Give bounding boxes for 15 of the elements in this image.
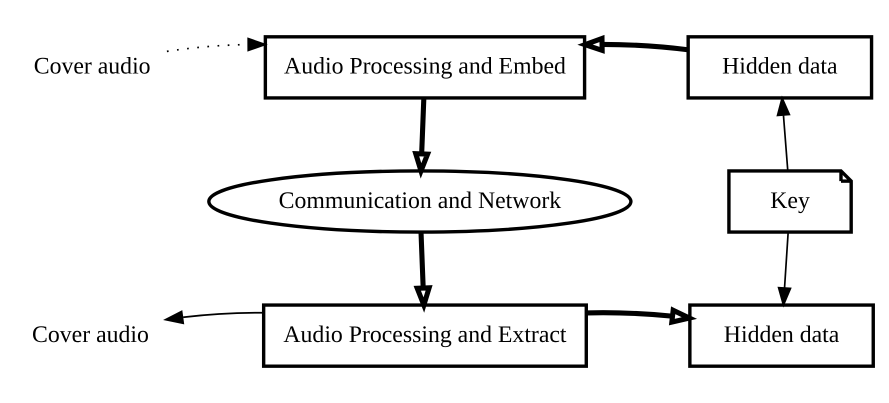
arrow (586, 306, 698, 326)
arrow (414, 232, 433, 313)
node-box: Audio Processing and Embed (264, 35, 586, 100)
node-box: Hidden data (688, 303, 875, 368)
node-ellipse: Communication and Network (207, 169, 633, 234)
arrow (577, 34, 688, 54)
node-box: Hidden data (686, 35, 874, 100)
arrow (166, 37, 268, 52)
arrow (412, 98, 432, 179)
node-text: Cover audio (34, 54, 151, 80)
arrow (163, 310, 264, 324)
arrow (776, 96, 791, 171)
arrow (777, 232, 792, 308)
node-text: Cover audio (32, 322, 149, 348)
node-box: Audio Processing and Extract (262, 303, 588, 368)
